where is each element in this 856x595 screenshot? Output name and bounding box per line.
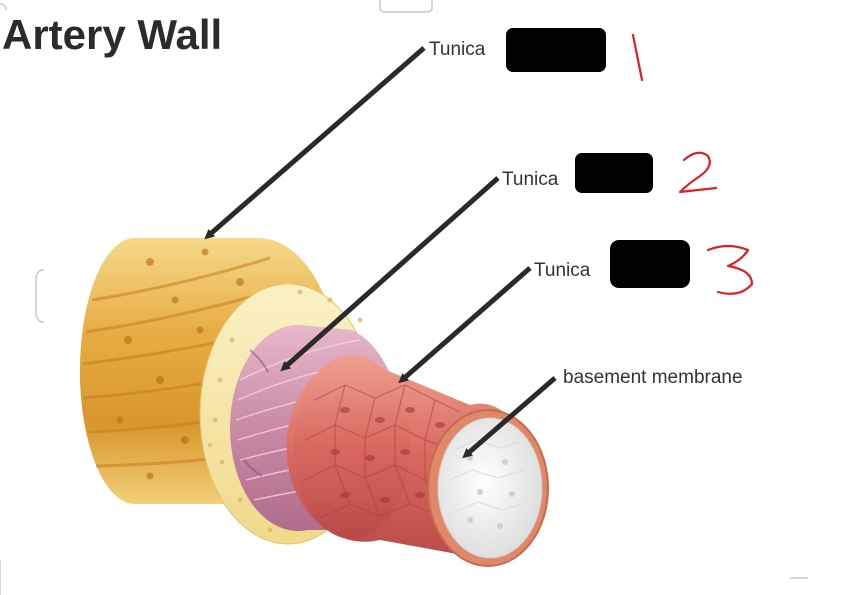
redaction-box-1 — [506, 28, 606, 72]
label-tunica-inner: Tunica — [534, 260, 591, 281]
arrow-outer-layer — [204, 46, 426, 240]
label-tunica-outer: Tunica — [429, 39, 486, 60]
label-group-inner: Tunica — [534, 240, 690, 288]
label-group-outer: Tunica — [429, 28, 606, 72]
label-tunica-middle: Tunica — [502, 169, 559, 190]
artery-illustration — [80, 238, 549, 567]
lumen — [437, 417, 543, 559]
arrow-basement-membrane — [462, 376, 557, 459]
arrow-middle-layer — [280, 176, 500, 372]
redaction-box-2 — [575, 153, 653, 193]
label-group-middle: Tunica — [502, 153, 653, 193]
pointer-arrows — [204, 46, 557, 459]
ui-chrome — [0, 0, 808, 595]
redaction-box-3 — [610, 240, 690, 288]
handwritten-numbers — [631, 33, 754, 295]
handwritten-number-2 — [678, 151, 718, 194]
handwritten-number-3 — [706, 244, 754, 295]
arrow-inner-layer — [398, 266, 532, 384]
diagram-title: Artery Wall — [2, 11, 222, 58]
handwritten-number-1 — [631, 33, 644, 82]
label-basement-membrane: basement membrane — [563, 367, 743, 388]
